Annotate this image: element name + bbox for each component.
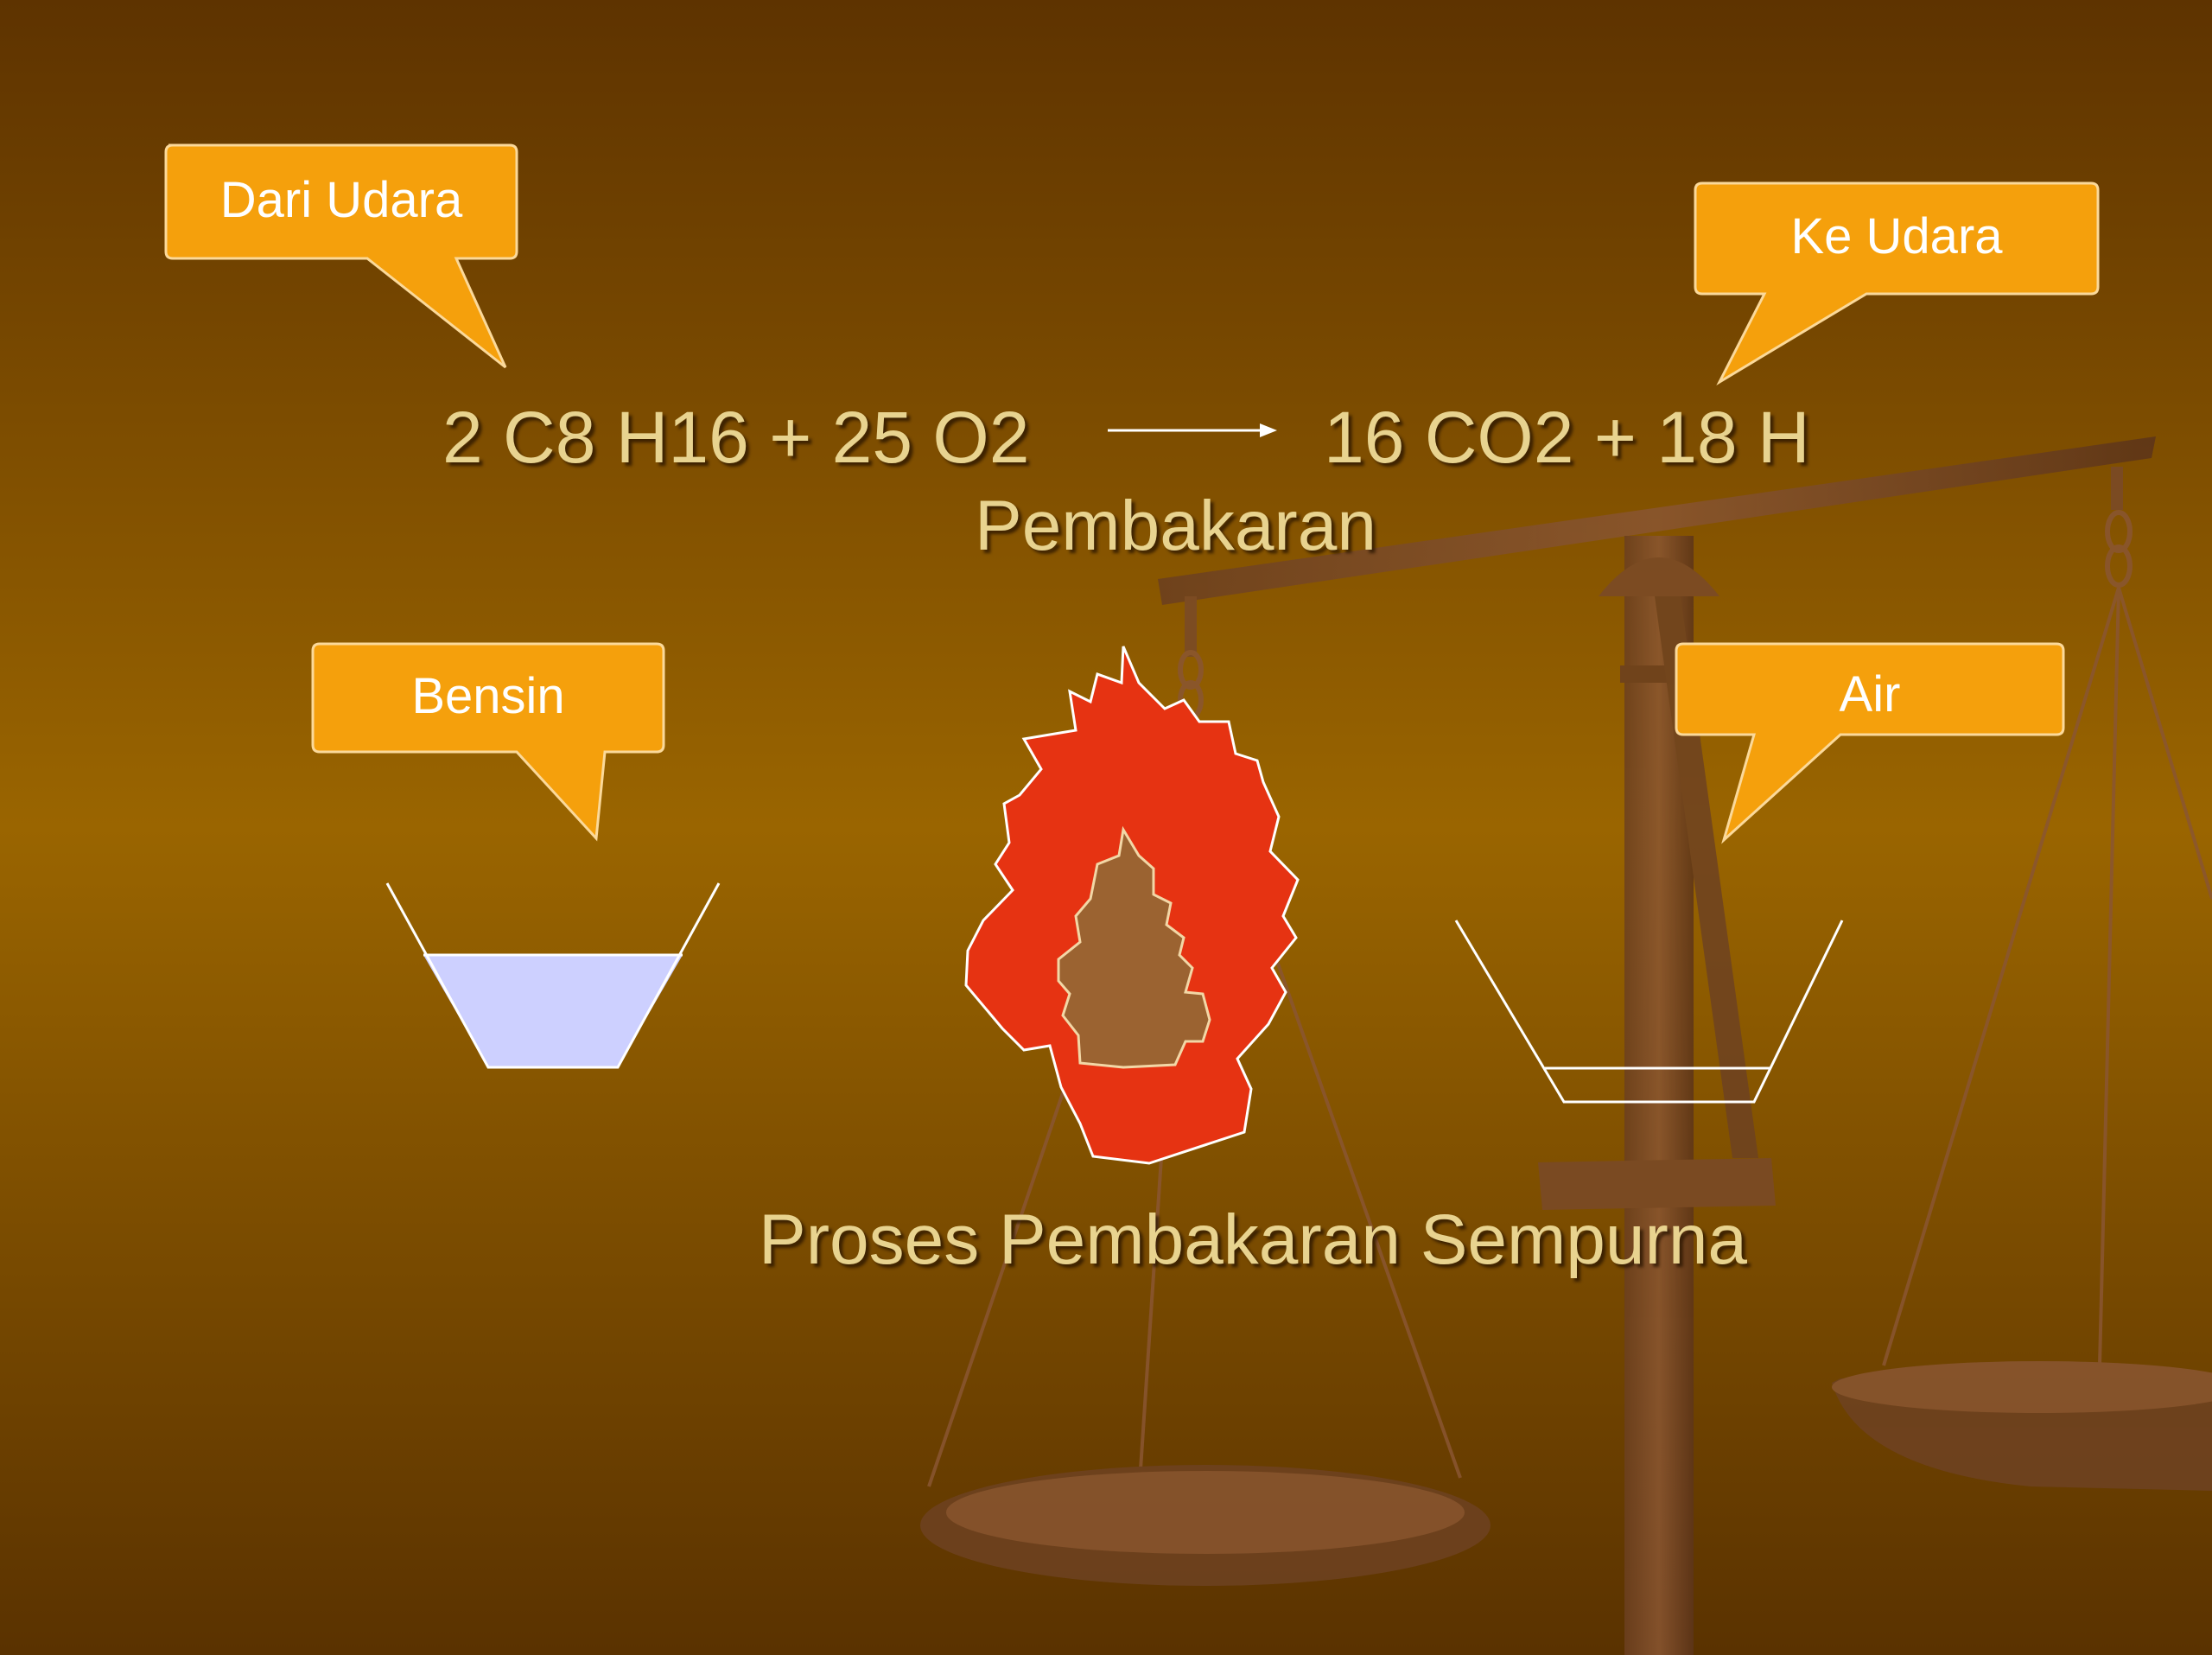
- reaction-process-label: Pembakaran: [975, 487, 1376, 565]
- fuel-container: [385, 882, 721, 1069]
- scale-base-block: [1538, 1158, 1776, 1210]
- water-container: [1454, 920, 1844, 1104]
- scale-pillar-cap: [1599, 557, 1719, 596]
- callout-to-air: [1694, 181, 2100, 385]
- flame-icon: [964, 646, 1300, 1165]
- callout-fuel: [311, 642, 665, 842]
- callout-fuel-label: Bensin: [411, 668, 565, 724]
- equation-products: 16 CO2 + 18 H: [1324, 397, 1810, 478]
- fuel-liquid: [423, 955, 683, 1067]
- callout-from-air-label: Dari Udara: [219, 172, 463, 228]
- reaction-arrow: [1108, 423, 1277, 437]
- slide-caption: Proses Pembakaran Sempurna: [759, 1200, 1748, 1279]
- callout-to-air-label: Ke Udara: [1790, 208, 2003, 264]
- equation-reactants: 2 C8 H16 + 25 O2: [442, 397, 1030, 478]
- callout-from-air: [164, 143, 518, 369]
- flame-inner: [1057, 825, 1211, 1069]
- balance-scale-illustration: [920, 436, 2212, 1655]
- callout-water-label: Air: [1839, 666, 1901, 722]
- callout-water: [1675, 642, 2065, 844]
- scale-beam: [1158, 436, 2156, 605]
